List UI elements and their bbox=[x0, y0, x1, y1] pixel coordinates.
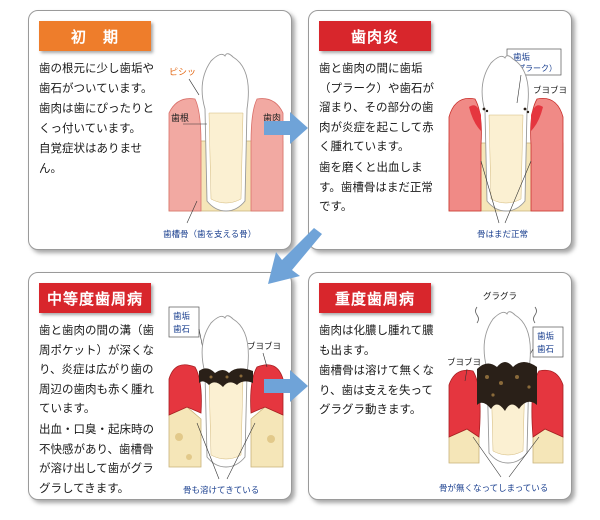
tooth-illustration: 歯垢 （プラーク） ブヨブヨ bbox=[447, 48, 567, 241]
description-paragraph: 歯と歯肉の間の溝（歯周ポケット）が深くなり、炎症は広がり歯の周辺の歯肉も赤く腫れ… bbox=[39, 323, 154, 416]
arrow-right-icon bbox=[264, 112, 308, 144]
plaque-label: 歯垢 bbox=[537, 331, 555, 342]
tooth-illustration: 歯垢 歯石 ブヨブヨ 骨も溶けてきている bbox=[167, 306, 285, 497]
swelling-label: ブヨブヨ bbox=[533, 85, 567, 96]
description-paragraph: 歯肉は歯にぴったりとくっ付いています。 bbox=[39, 101, 154, 135]
stage-panel-moderate: 中等度歯周病 歯と歯肉の間の溝（歯周ポケット）が深くなり、炎症は広がり歯の周辺の… bbox=[28, 272, 292, 500]
stage-panel-gingivitis: 歯肉炎 歯と歯肉の間に歯垢（プラーク）や歯石が溜まり、その部分の歯肉が炎症を起こ… bbox=[308, 10, 572, 250]
description-paragraph: 歯槽骨は溶けて無くなり、歯は支えを失ってグラグラ動きます。 bbox=[319, 363, 434, 417]
tooth-illustration: ピシッ 歯根 歯肉 歯槽骨（歯を支える骨） bbox=[163, 51, 285, 241]
description-paragraph: 歯の根元に少し歯垢や歯石がついています。 bbox=[39, 61, 154, 95]
stage-title: 歯肉炎 bbox=[319, 21, 431, 51]
tartar-label: 歯石 bbox=[537, 344, 554, 355]
swelling-label: ブヨブヨ bbox=[447, 357, 481, 368]
description-paragraph: 歯肉は化膿し腫れて膿も出ます。 bbox=[319, 323, 434, 357]
arrow-down-left-icon bbox=[268, 228, 322, 284]
description-paragraph: 歯を磨くと出血します。歯槽骨はまだ正常です。 bbox=[319, 159, 433, 214]
swelling-label: ブヨブヨ bbox=[247, 341, 281, 352]
description-paragraph: 出血・口臭・起床時の不快感があり、歯槽骨が溶け出して歯がグラグラしてきます。 bbox=[39, 421, 154, 495]
bone-label: 歯槽骨（歯を支える骨） bbox=[163, 229, 256, 240]
root-label: 歯根 bbox=[171, 112, 189, 124]
stage-title: 初 期 bbox=[39, 21, 151, 51]
stage-title: 中等度歯周病 bbox=[39, 283, 151, 313]
tartar-label: 歯石 bbox=[173, 324, 190, 335]
plaque-label: 歯垢 bbox=[173, 311, 191, 322]
bone-label: 骨が無くなってしまっている bbox=[439, 483, 548, 494]
description-paragraph: 自覚症状はありません。 bbox=[39, 141, 143, 175]
description-paragraph: 歯と歯肉の間に歯垢（プラーク）や歯石が溜まり、その部分の歯肉が炎症を起こして赤く… bbox=[319, 61, 434, 154]
bone-label: 骨はまだ正常 bbox=[477, 229, 528, 240]
wobble-label: グラグラ bbox=[483, 291, 517, 302]
pishi-label: ピシッ bbox=[169, 67, 196, 78]
tooth-illustration: グラグラ 歯垢 歯石 ブヨブヨ 骨が無くなっ bbox=[439, 287, 565, 495]
stage-title: 重度歯周病 bbox=[319, 283, 431, 313]
stage-description: 歯肉は化膿し腫れて膿も出ます。 歯槽骨は溶けて無くなり、歯は支えを失ってグラグラ… bbox=[319, 321, 443, 421]
stage-panel-severe: 重度歯周病 歯肉は化膿し腫れて膿も出ます。 歯槽骨は溶けて無くなり、歯は支えを失… bbox=[308, 272, 572, 500]
arrow-right-icon bbox=[264, 370, 308, 402]
stage-description: 歯と歯肉の間の溝（歯周ポケット）が深くなり、炎症は広がり歯の周辺の歯肉も赤く腫れ… bbox=[39, 321, 163, 499]
stage-description: 歯の根元に少し歯垢や歯石がついています。 歯肉は歯にぴったりとくっ付いています。… bbox=[39, 59, 163, 180]
bone-label: 骨も溶けてきている bbox=[183, 485, 259, 496]
plaque-sub-label: （プラーク） bbox=[509, 64, 557, 73]
plaque-label: 歯垢 bbox=[513, 52, 531, 63]
stage-panel-early: 初 期 歯の根元に少し歯垢や歯石がついています。 歯肉は歯にぴったりとくっ付いて… bbox=[28, 10, 292, 250]
stage-description: 歯と歯肉の間に歯垢（プラーク）や歯石が溜まり、その部分の歯肉が炎症を起こして赤く… bbox=[319, 59, 443, 218]
